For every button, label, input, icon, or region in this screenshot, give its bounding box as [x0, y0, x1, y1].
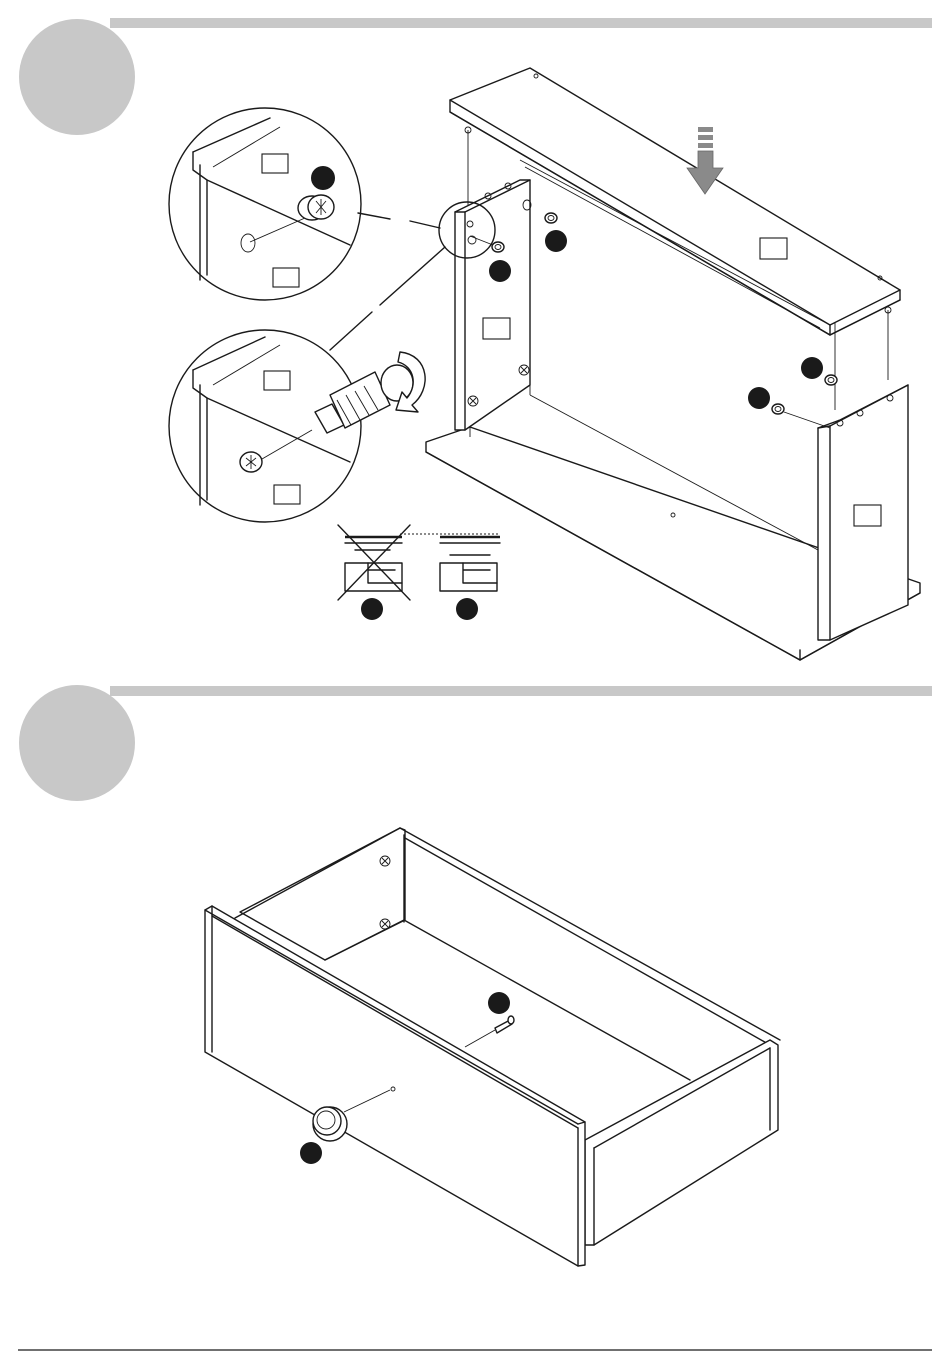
part-marker [545, 230, 567, 252]
cam-dowel [772, 404, 830, 428]
incorrect-example [338, 525, 410, 620]
step-1-number-circle [19, 19, 135, 135]
part-marker [361, 598, 383, 620]
cam-dowel [825, 375, 837, 385]
detail-view-cam-dowel [169, 108, 361, 300]
drawer-assembly [205, 828, 780, 1266]
part-marker [300, 1142, 322, 1164]
part-marker [489, 260, 511, 282]
side-panel-right-label [854, 505, 881, 526]
correct-example [440, 537, 500, 620]
part-marker [456, 598, 478, 620]
part-marker [311, 166, 335, 190]
screw [465, 1016, 514, 1047]
detail-label [262, 154, 288, 173]
drawer-front [205, 906, 585, 1266]
step-2-number-circle [19, 685, 135, 801]
cabinet-assembly [426, 68, 920, 660]
detail-view-cam-lock [169, 330, 425, 522]
step-2-header-bar [110, 686, 932, 696]
detail-label [273, 268, 299, 287]
side-panel-right [818, 385, 908, 640]
detail-label [274, 485, 300, 504]
cam-lock-icon [240, 452, 262, 472]
screwdriver-icon [315, 352, 425, 433]
top-panel-label [760, 238, 787, 259]
detail-label [264, 371, 290, 390]
side-panel-left-label [483, 318, 510, 339]
cam-dowel-icon [298, 195, 334, 220]
part-marker [748, 387, 770, 409]
step-1-header-bar [110, 18, 932, 28]
part-marker [801, 357, 823, 379]
part-marker [488, 992, 510, 1014]
